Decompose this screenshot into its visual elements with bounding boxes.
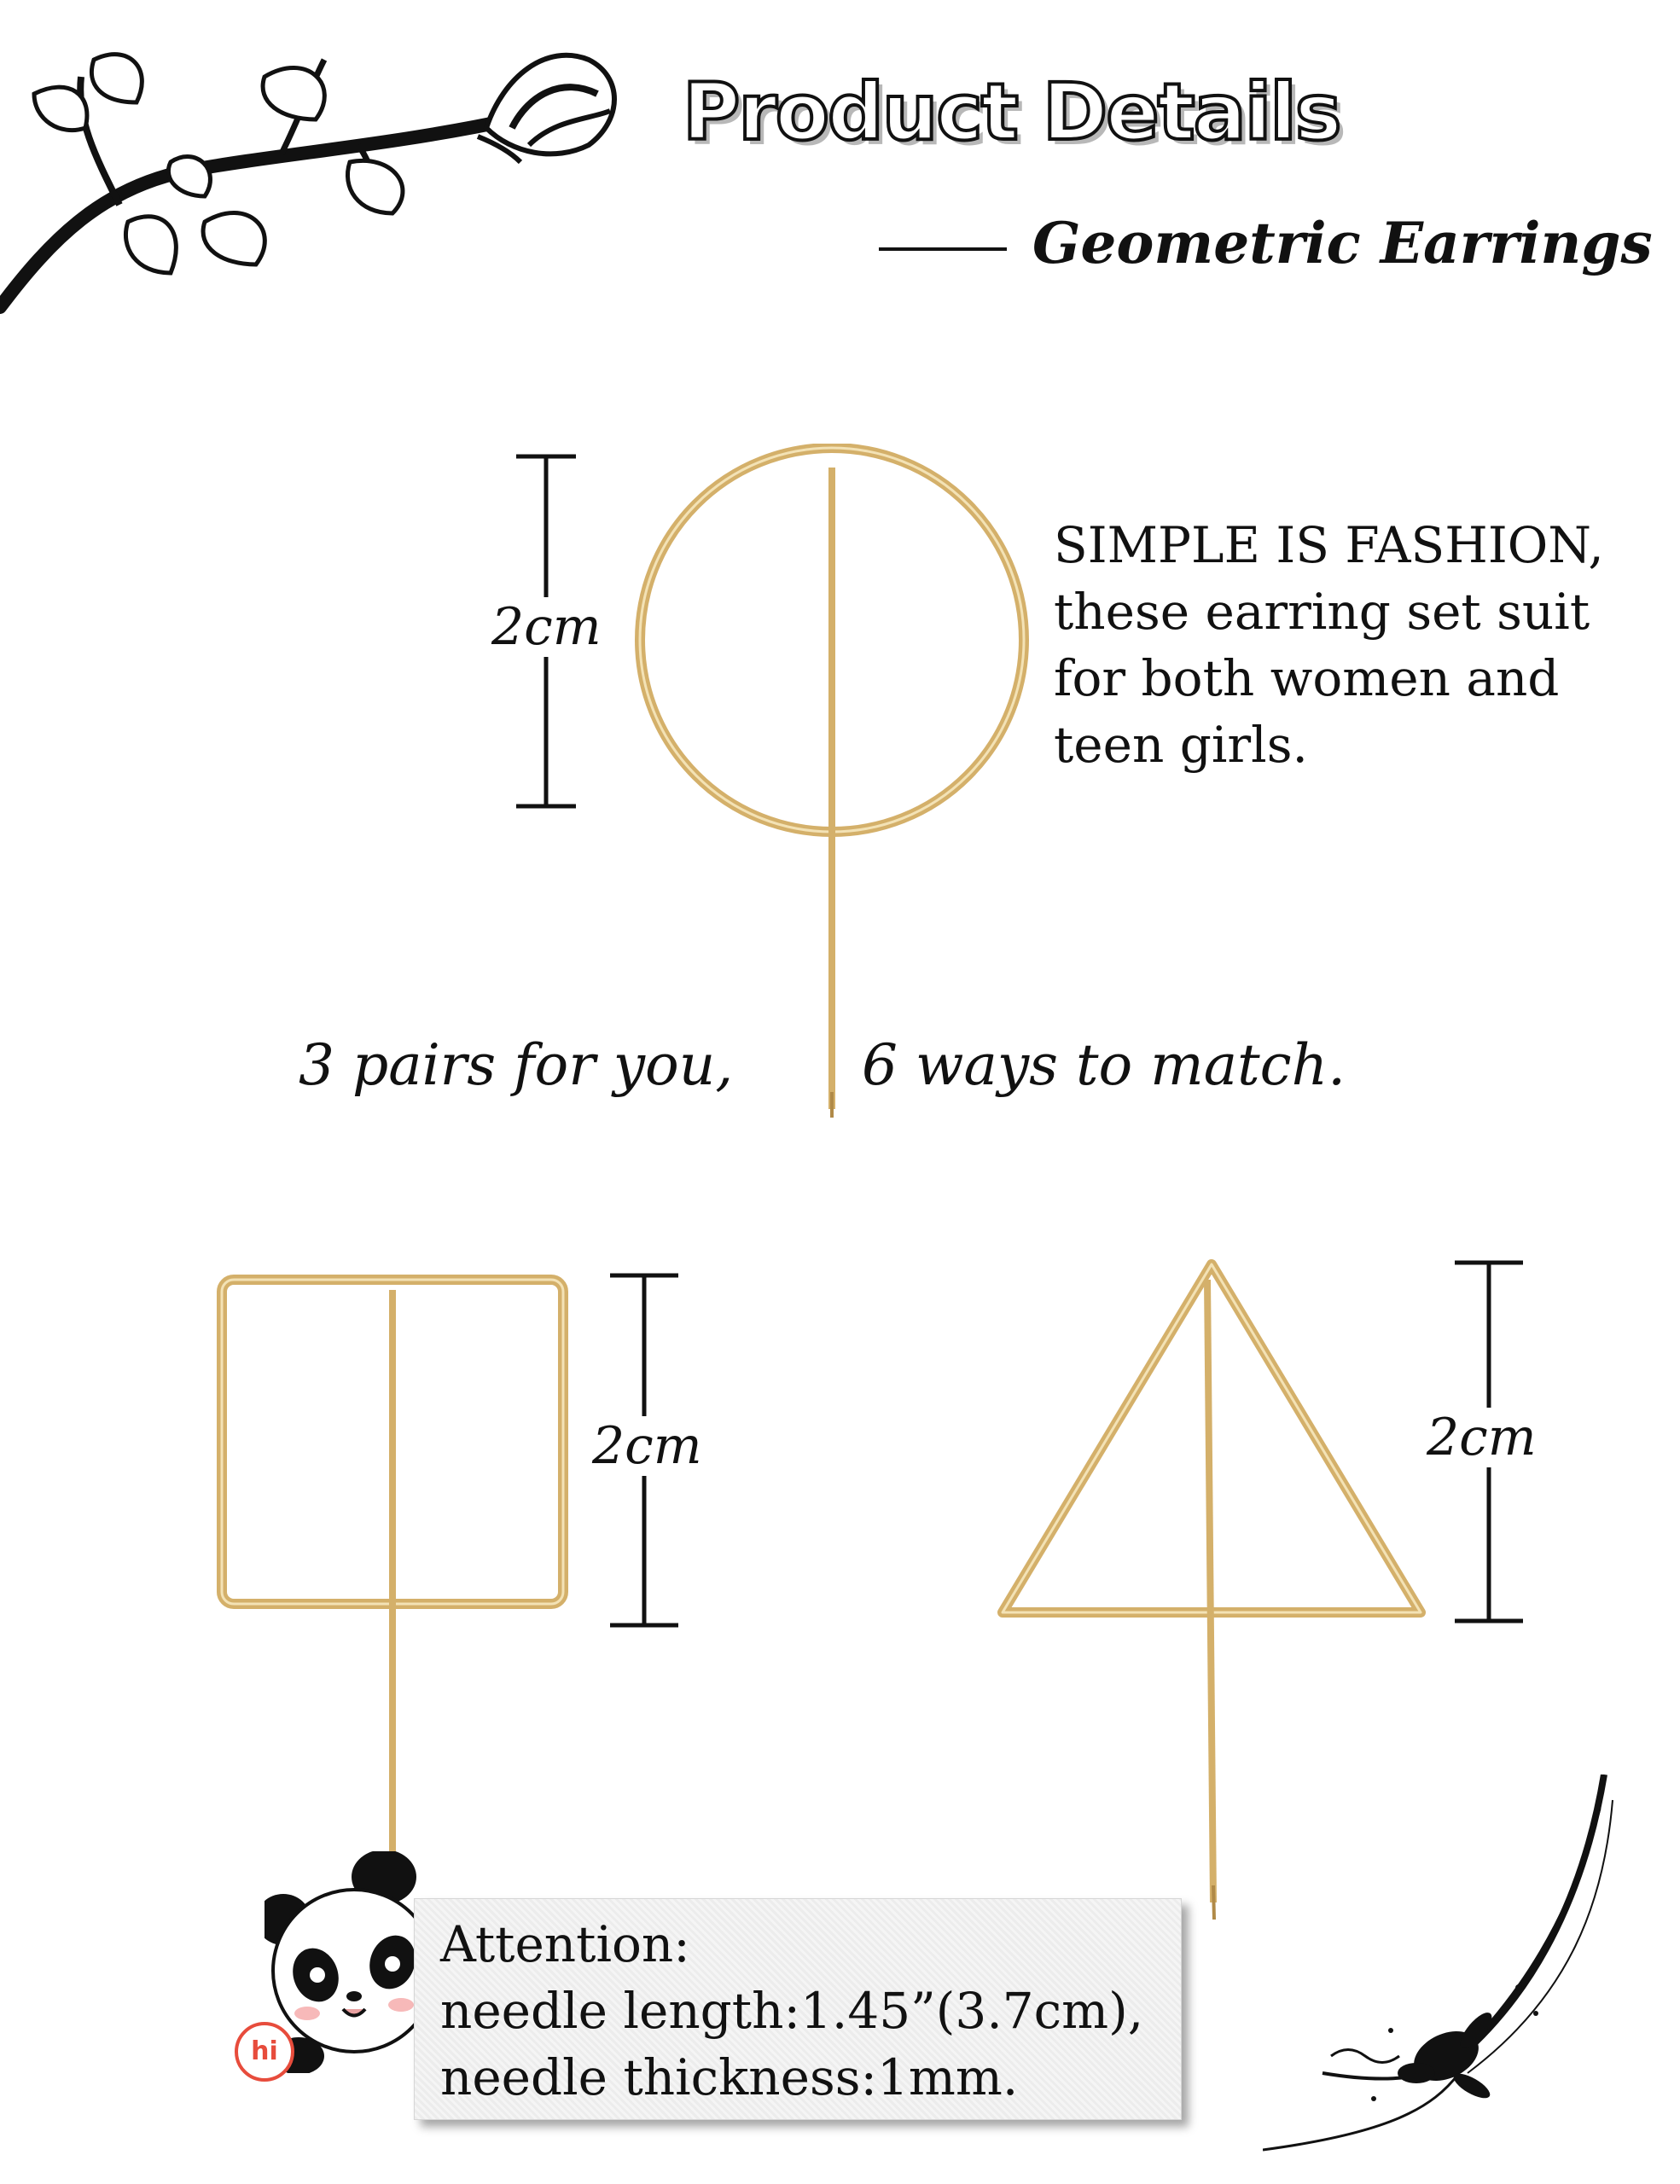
circle-earring-illustration (635, 444, 1029, 1118)
ink-flower-icon (1263, 1774, 1613, 2152)
triangle-earring-illustration (997, 1259, 1426, 1920)
attention-panel: Attention: needle length:1.45”(3.7cm), n… (414, 1898, 1182, 2120)
product-description: SIMPLE IS FASHION, these earring set sui… (1054, 512, 1651, 778)
panda-mascot-icon (264, 1851, 435, 2073)
square-earring-illustration (217, 1275, 568, 1902)
attention-heading: Attention: (440, 1915, 690, 1973)
slogan-part-two: 6 ways to match. (862, 1032, 1346, 1098)
needle-length-text: needle length:1.45”(3.7cm), (440, 1982, 1144, 2040)
description-line: for both women and (1054, 649, 1560, 707)
rose-branch-icon (0, 52, 617, 314)
description-line: SIMPLE IS FASHION, (1054, 516, 1604, 574)
square-size-label: 2cm (587, 1416, 707, 1476)
triangle-size-label: 2cm (1421, 1408, 1542, 1467)
subtitle-divider (879, 247, 1007, 251)
slogan-part-one: 3 pairs for you, (299, 1032, 734, 1098)
page-title: Product Details (681, 65, 1344, 160)
page-subtitle: Geometric Earrings (1032, 210, 1653, 276)
hi-badge: hi (235, 2022, 294, 2082)
description-line: these earring set suit (1054, 583, 1590, 641)
description-line: teen girls. (1054, 716, 1308, 774)
needle-thickness-text: needle thickness:1mm. (440, 2048, 1019, 2106)
circle-size-label: 2cm (486, 597, 607, 657)
